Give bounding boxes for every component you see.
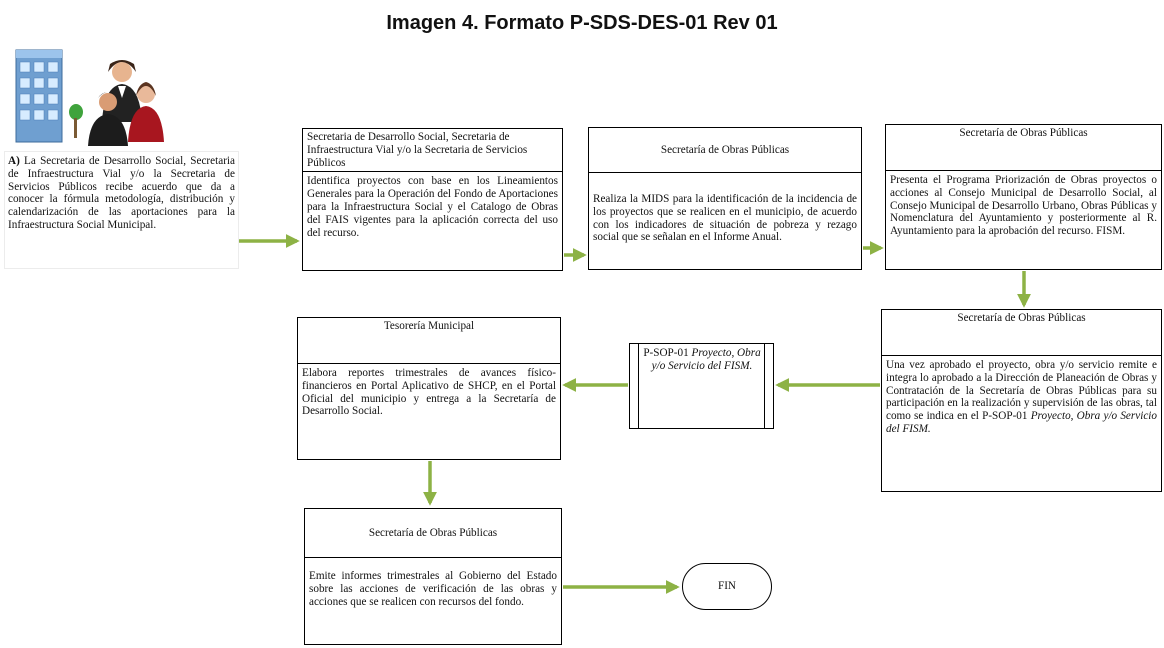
box3-header: Secretaría de Obras Públicas bbox=[886, 125, 1161, 171]
page-title: Imagen 4. Formato P-SDS-DES-01 Rev 01 bbox=[386, 12, 778, 34]
step-a-label: A) bbox=[8, 155, 20, 167]
box1-text: Identifica proyectos con base en los Lin… bbox=[307, 175, 558, 239]
box2-text: Realiza la MIDS para la identificación d… bbox=[593, 193, 857, 244]
box-tesoreria: Tesorería Municipal Elabora reportes tri… bbox=[297, 317, 561, 460]
step-a-box: A) La Secretaria de Desarrollo Social, S… bbox=[5, 152, 238, 268]
doc-code: P-SOP-01 bbox=[643, 347, 692, 359]
step-a-text: La Secretaria de Desarrollo Social, Secr… bbox=[8, 155, 235, 231]
box3-text: Presenta el Programa Priorización de Obr… bbox=[890, 174, 1157, 238]
box-mids: Secretaría de Obras Públicas Realiza la … bbox=[588, 127, 862, 270]
box4-header: Secretaría de Obras Públicas bbox=[882, 310, 1161, 356]
doc-left-rule bbox=[638, 344, 639, 428]
doc-title: Proyecto, Obra y/o Servicio del FISM. bbox=[651, 347, 761, 372]
box-identifica-proyectos: Secretaria de Desarrollo Social, Secreta… bbox=[302, 128, 563, 271]
box5-header: Tesorería Municipal bbox=[298, 318, 560, 364]
fin-label: FIN bbox=[717, 580, 737, 593]
box-informes-trimestrales: Secretaría de Obras Públicas Emite infor… bbox=[304, 508, 562, 645]
box6-text: Emite informes trimestrales al Gobierno … bbox=[309, 570, 557, 608]
box2-header: Secretaría de Obras Públicas bbox=[589, 128, 861, 173]
building-people-illustration bbox=[15, 49, 164, 146]
building-icon bbox=[15, 49, 83, 143]
document-reference-box: P-SOP-01 Proyecto, Obra y/o Servicio del… bbox=[629, 343, 774, 429]
box4-text: Una vez aprobado el proyecto, obra y/o s… bbox=[886, 359, 1157, 423]
fin-terminator: FIN bbox=[682, 563, 772, 610]
box-dictamen-aprobado: Secretaría de Obras Públicas Una vez apr… bbox=[881, 309, 1162, 492]
doc-right-rule bbox=[764, 344, 765, 428]
box5-text: Elabora reportes trimestrales de avances… bbox=[302, 367, 556, 418]
box1-header: Secretaria de Desarrollo Social, Secreta… bbox=[303, 129, 562, 173]
people-icon bbox=[88, 60, 164, 146]
box6-header: Secretaría de Obras Públicas bbox=[305, 509, 561, 558]
box-priorizacion: Secretaría de Obras Públicas Presenta el… bbox=[885, 124, 1162, 270]
box4-text-italic: Proyecto, Obra y/o Servicio del FISM. bbox=[886, 410, 1157, 435]
